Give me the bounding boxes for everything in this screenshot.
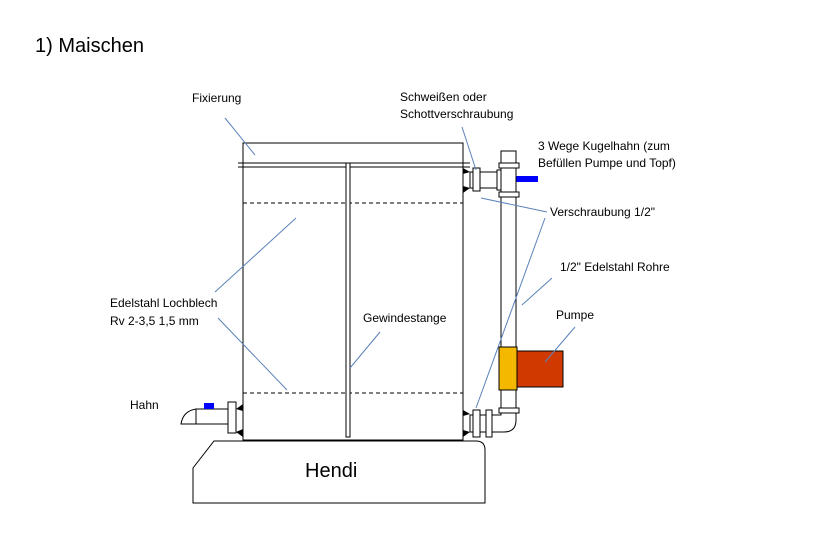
vertical-pipe xyxy=(498,150,564,414)
label-pumpe: Pumpe xyxy=(556,308,594,322)
bottom-pipe xyxy=(469,409,517,438)
label-kugelhahn-2: Befüllen Pumpe und Topf) xyxy=(538,156,676,170)
three-way-valve-handle xyxy=(506,176,538,182)
label-hahn: Hahn xyxy=(130,398,159,412)
label-schweissen-2: Schottverschraubung xyxy=(400,107,513,121)
tap-handle xyxy=(204,403,214,409)
pump-housing xyxy=(498,346,518,391)
label-rohre: 1/2" Edelstahl Rohre xyxy=(560,260,670,274)
label-lochblech-2: Rv 2-3,5 1,5 mm xyxy=(110,314,199,328)
diagram-title: 1) Maischen xyxy=(35,35,144,57)
hendi-base: Hendi xyxy=(192,440,486,504)
mash-tank xyxy=(236,142,470,441)
pump xyxy=(516,350,564,388)
label-lochblech-1: Edelstahl Lochblech xyxy=(110,296,217,310)
leader-lines xyxy=(214,117,576,409)
label-gewindestange: Gewindestange xyxy=(363,311,447,325)
label-verschraubung: Verschraubung 1/2" xyxy=(550,205,655,219)
label-fixierung: Fixierung xyxy=(192,91,241,105)
hendi-label: Hendi xyxy=(305,460,357,482)
label-kugelhahn-1: 3 Wege Kugelhahn (zum xyxy=(538,139,670,153)
label-schweissen-1: Schweißen oder xyxy=(400,90,487,104)
drain-tap xyxy=(180,401,237,434)
threaded-rod xyxy=(345,162,351,438)
